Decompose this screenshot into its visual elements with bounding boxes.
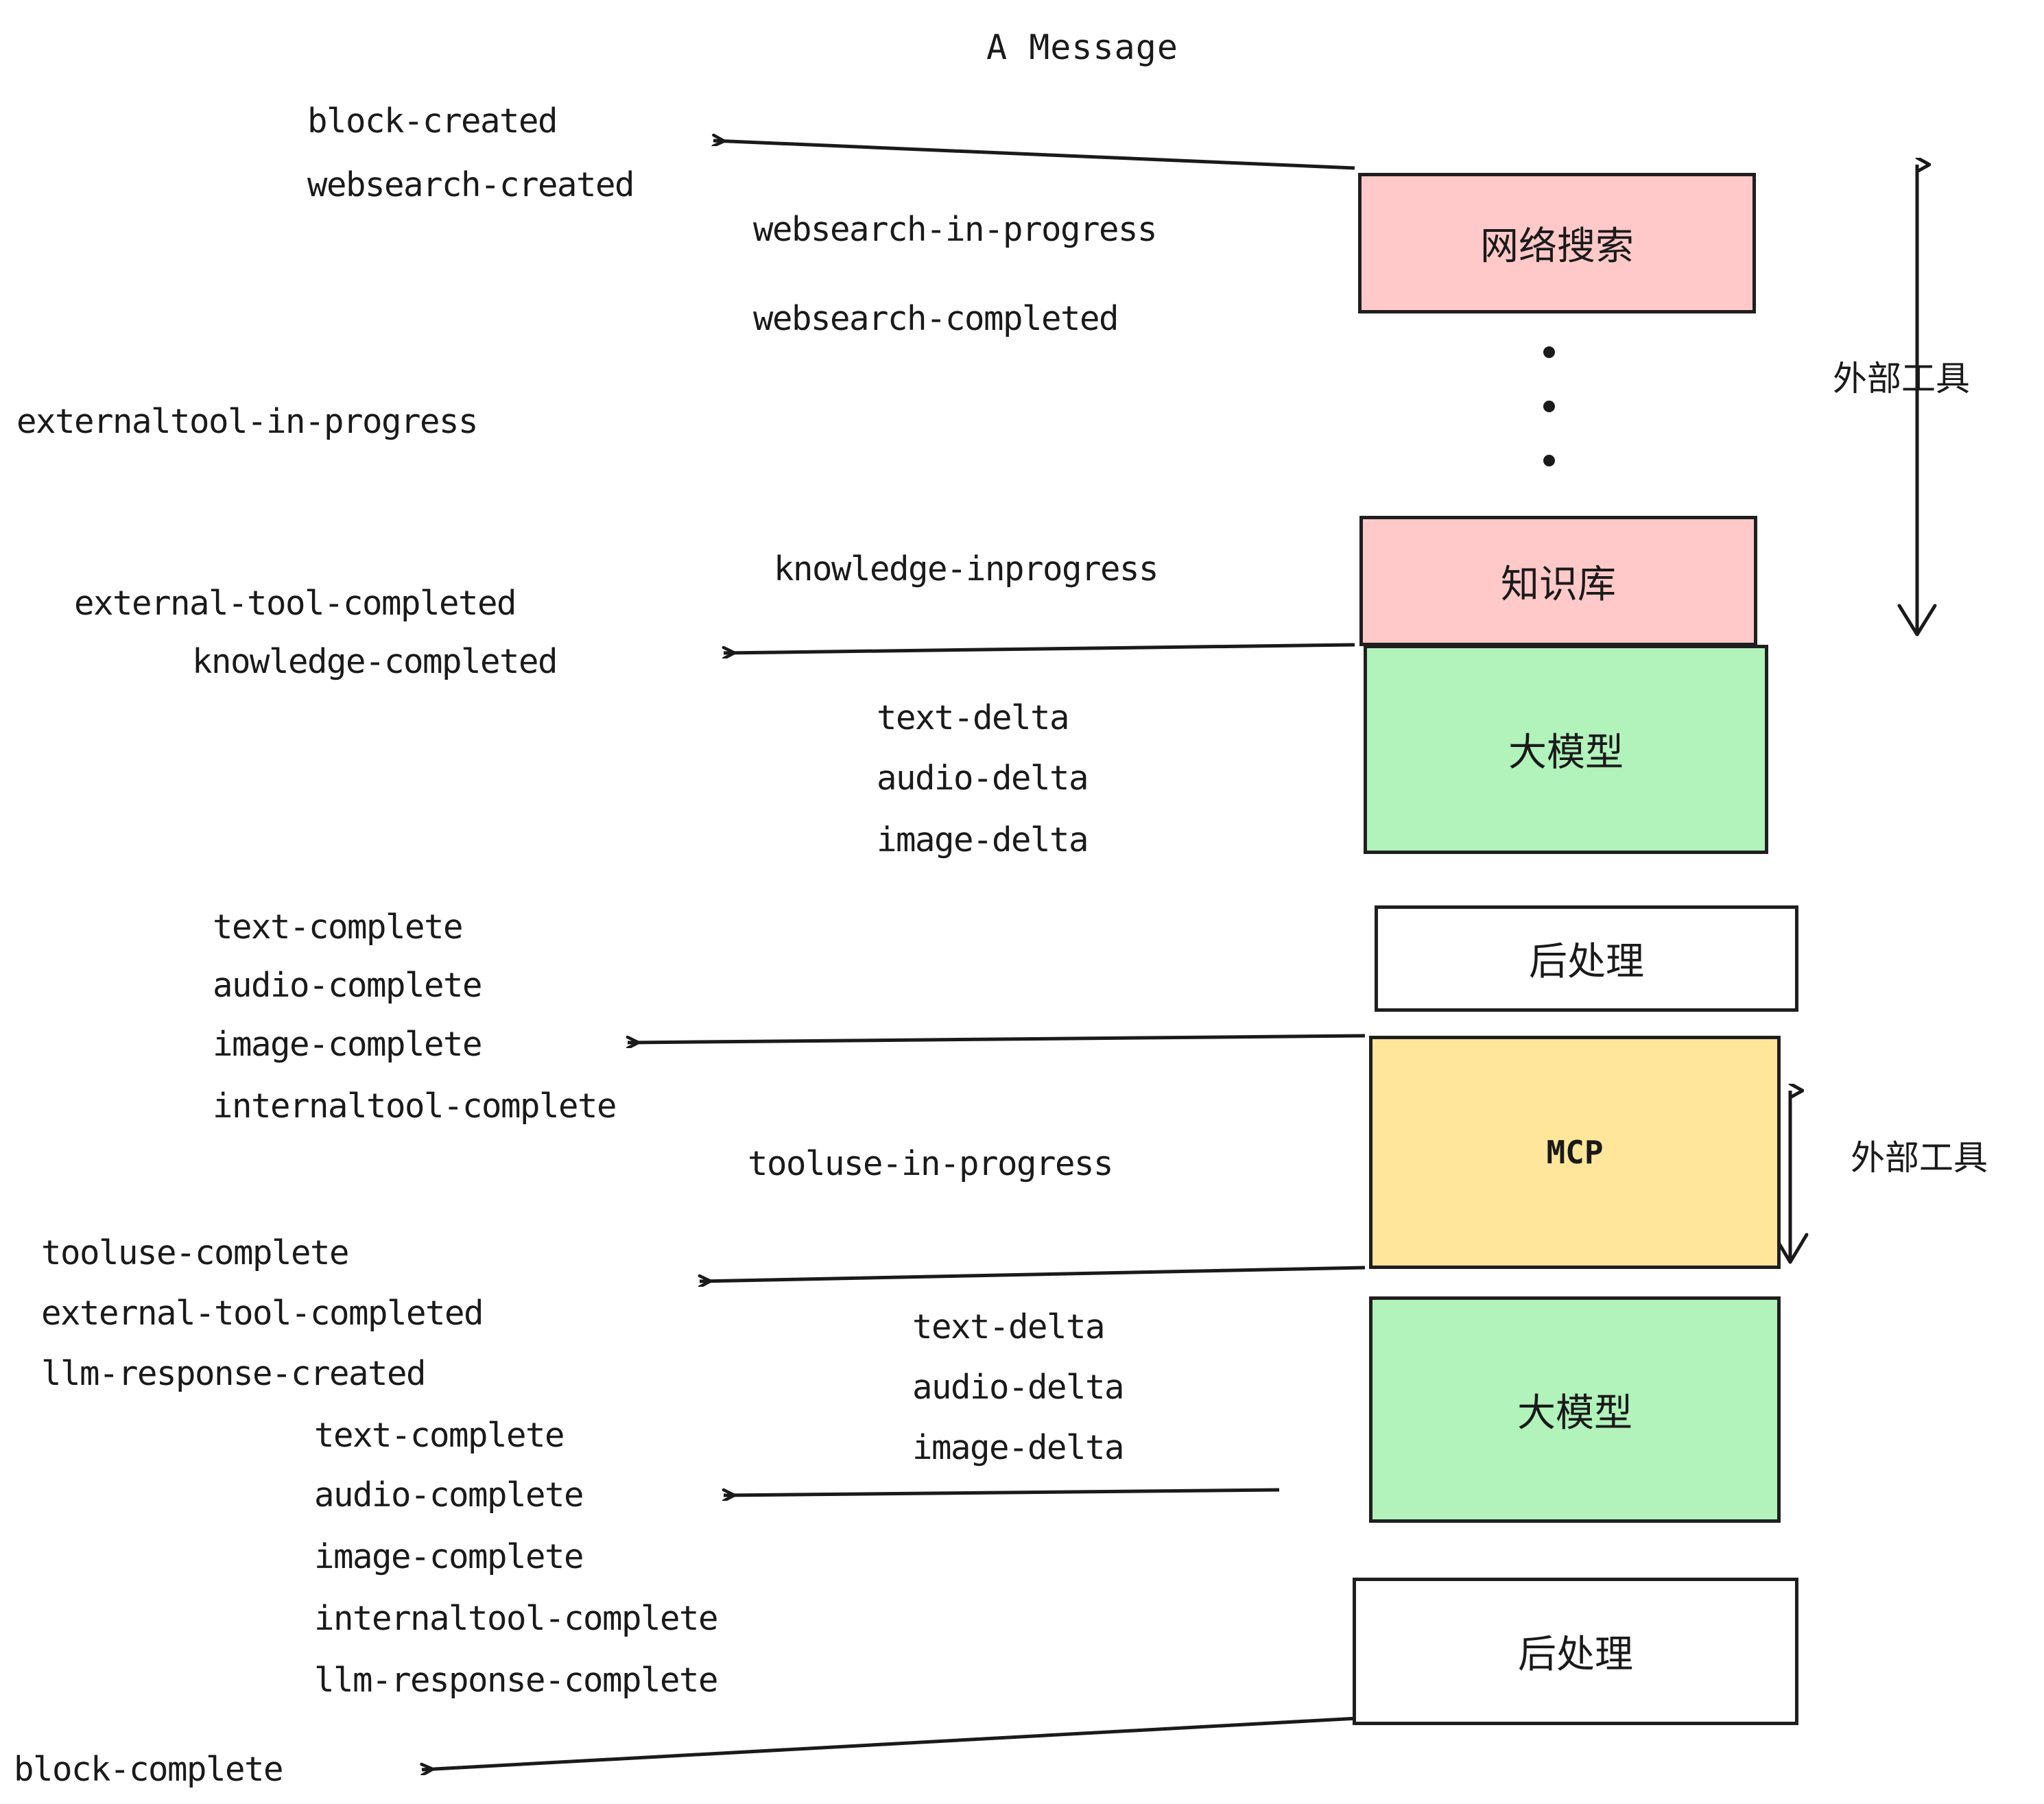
node-llm-second[interactable]: 大模型 [1369,1296,1781,1523]
node-label: 大模型 [1517,1390,1632,1436]
node-postprocess-second[interactable]: 后处理 [1353,1578,1798,1725]
arrow-postprocess-to-block-complete [422,1716,1359,1770]
node-postprocess-first[interactable]: 后处理 [1375,905,1798,1012]
event-block-complete: block-complete [14,1750,284,1789]
event-audio-complete-2: audio-complete [314,1475,584,1515]
event-knowledge-inprogress: knowledge-inprogress [774,549,1159,589]
event-tooluse-in-progress: tooluse-in-progress [748,1144,1114,1183]
ellipsis-dot [1543,455,1555,466]
event-llm-response-created: llm-response-created [41,1354,427,1393]
arrow-mcp-to-tooluse-complete [700,1266,1366,1281]
event-text-complete-1: text-complete [213,907,464,947]
event-externaltool-in-progress: externaltool-in-progress [16,402,479,441]
event-llm-response-complete: llm-response-complete [314,1661,719,1700]
event-websearch-completed: websearch-completed [753,299,1119,338]
event-image-delta-2: image-delta [912,1428,1125,1467]
event-websearch-created: websearch-created [307,165,635,204]
node-web-search[interactable]: 网络搜索 [1358,173,1756,313]
event-tooluse-complete: tooluse-complete [41,1233,350,1272]
external-tools-label-bottom: 外部工具 [1851,1138,1988,1178]
event-knowledge-completed: knowledge-completed [192,642,558,681]
node-label: 后处理 [1518,1633,1633,1677]
event-websearch-in-progress: websearch-in-progress [753,210,1158,249]
event-external-tool-completed-1: external-tool-completed [74,584,517,623]
event-block-created: block-created [307,102,558,141]
vertical-ellipsis [1542,346,1556,466]
event-text-delta-1: text-delta [877,698,1070,737]
external-tools-label-top: 外部工具 [1833,359,1970,399]
ellipsis-dot [1543,346,1555,358]
event-text-complete-2: text-complete [314,1416,565,1455]
node-knowledge-base[interactable]: 知识库 [1359,516,1757,646]
arrow-websearch-to-block-created [713,141,1355,170]
ellipsis-dot [1543,401,1555,412]
arrow-knowledge-to-completed [724,643,1355,653]
event-external-tool-completed-2: external-tool-completed [41,1294,484,1333]
event-text-delta-2: text-delta [912,1307,1106,1346]
page-title: A Message [986,27,1178,67]
node-mcp[interactable]: MCP [1369,1036,1781,1269]
event-audio-delta-1: audio-delta [877,759,1089,798]
node-label: 网络搜索 [1480,224,1634,269]
event-audio-delta-2: audio-delta [912,1368,1125,1407]
node-label: 后处理 [1529,940,1644,984]
event-image-delta-1: image-delta [877,820,1089,859]
arrow-postprocess-to-image-complete [628,1034,1366,1043]
node-label: MCP [1546,1134,1604,1171]
event-image-complete-1: image-complete [213,1025,483,1064]
node-label: 大模型 [1508,731,1624,775]
node-llm-first[interactable]: 大模型 [1364,645,1768,854]
node-label: 知识库 [1501,562,1616,607]
event-audio-complete-1: audio-complete [213,966,483,1005]
event-internaltool-complete-2: internaltool-complete [314,1599,719,1638]
event-image-complete-2: image-complete [314,1537,584,1576]
event-internaltool-complete-1: internaltool-complete [213,1087,617,1126]
arrow-llm-to-audio-complete [724,1488,1280,1495]
